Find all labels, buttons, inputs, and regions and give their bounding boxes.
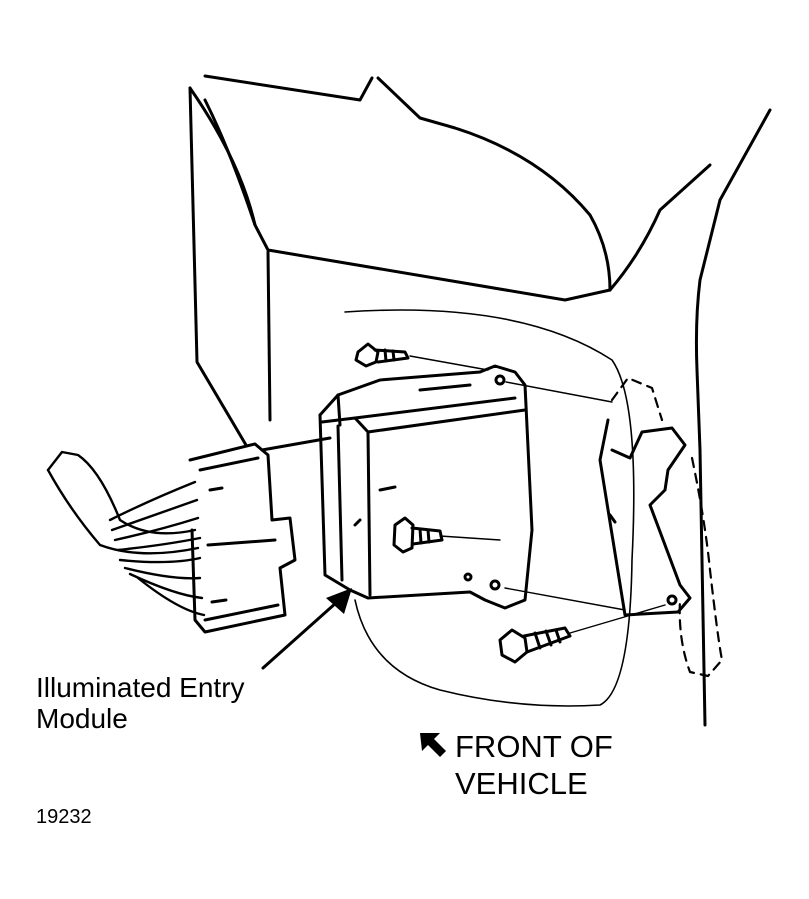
callout-arrowhead <box>326 588 352 614</box>
lower-bolt <box>498 626 572 664</box>
illuminated-entry-module <box>318 364 534 610</box>
front-label-line1: FRONT OF <box>455 729 613 764</box>
hidden-outline <box>610 376 724 678</box>
module-label-line1: Illuminated Entry <box>36 672 245 703</box>
module-label-line2: Module <box>36 703 128 734</box>
front-label-line2: VEHICLE <box>455 766 588 801</box>
center-screw <box>392 516 444 554</box>
upper-screw <box>354 342 410 368</box>
wire-bundle <box>46 450 206 617</box>
callout-leader-line <box>261 592 348 670</box>
front-direction-icon <box>420 733 446 757</box>
figure-number: 19232 <box>36 806 92 828</box>
wiring-connector <box>188 436 332 634</box>
alignment-lines <box>409 355 666 634</box>
mounting-bracket <box>598 418 692 617</box>
dash-panel <box>188 74 772 727</box>
